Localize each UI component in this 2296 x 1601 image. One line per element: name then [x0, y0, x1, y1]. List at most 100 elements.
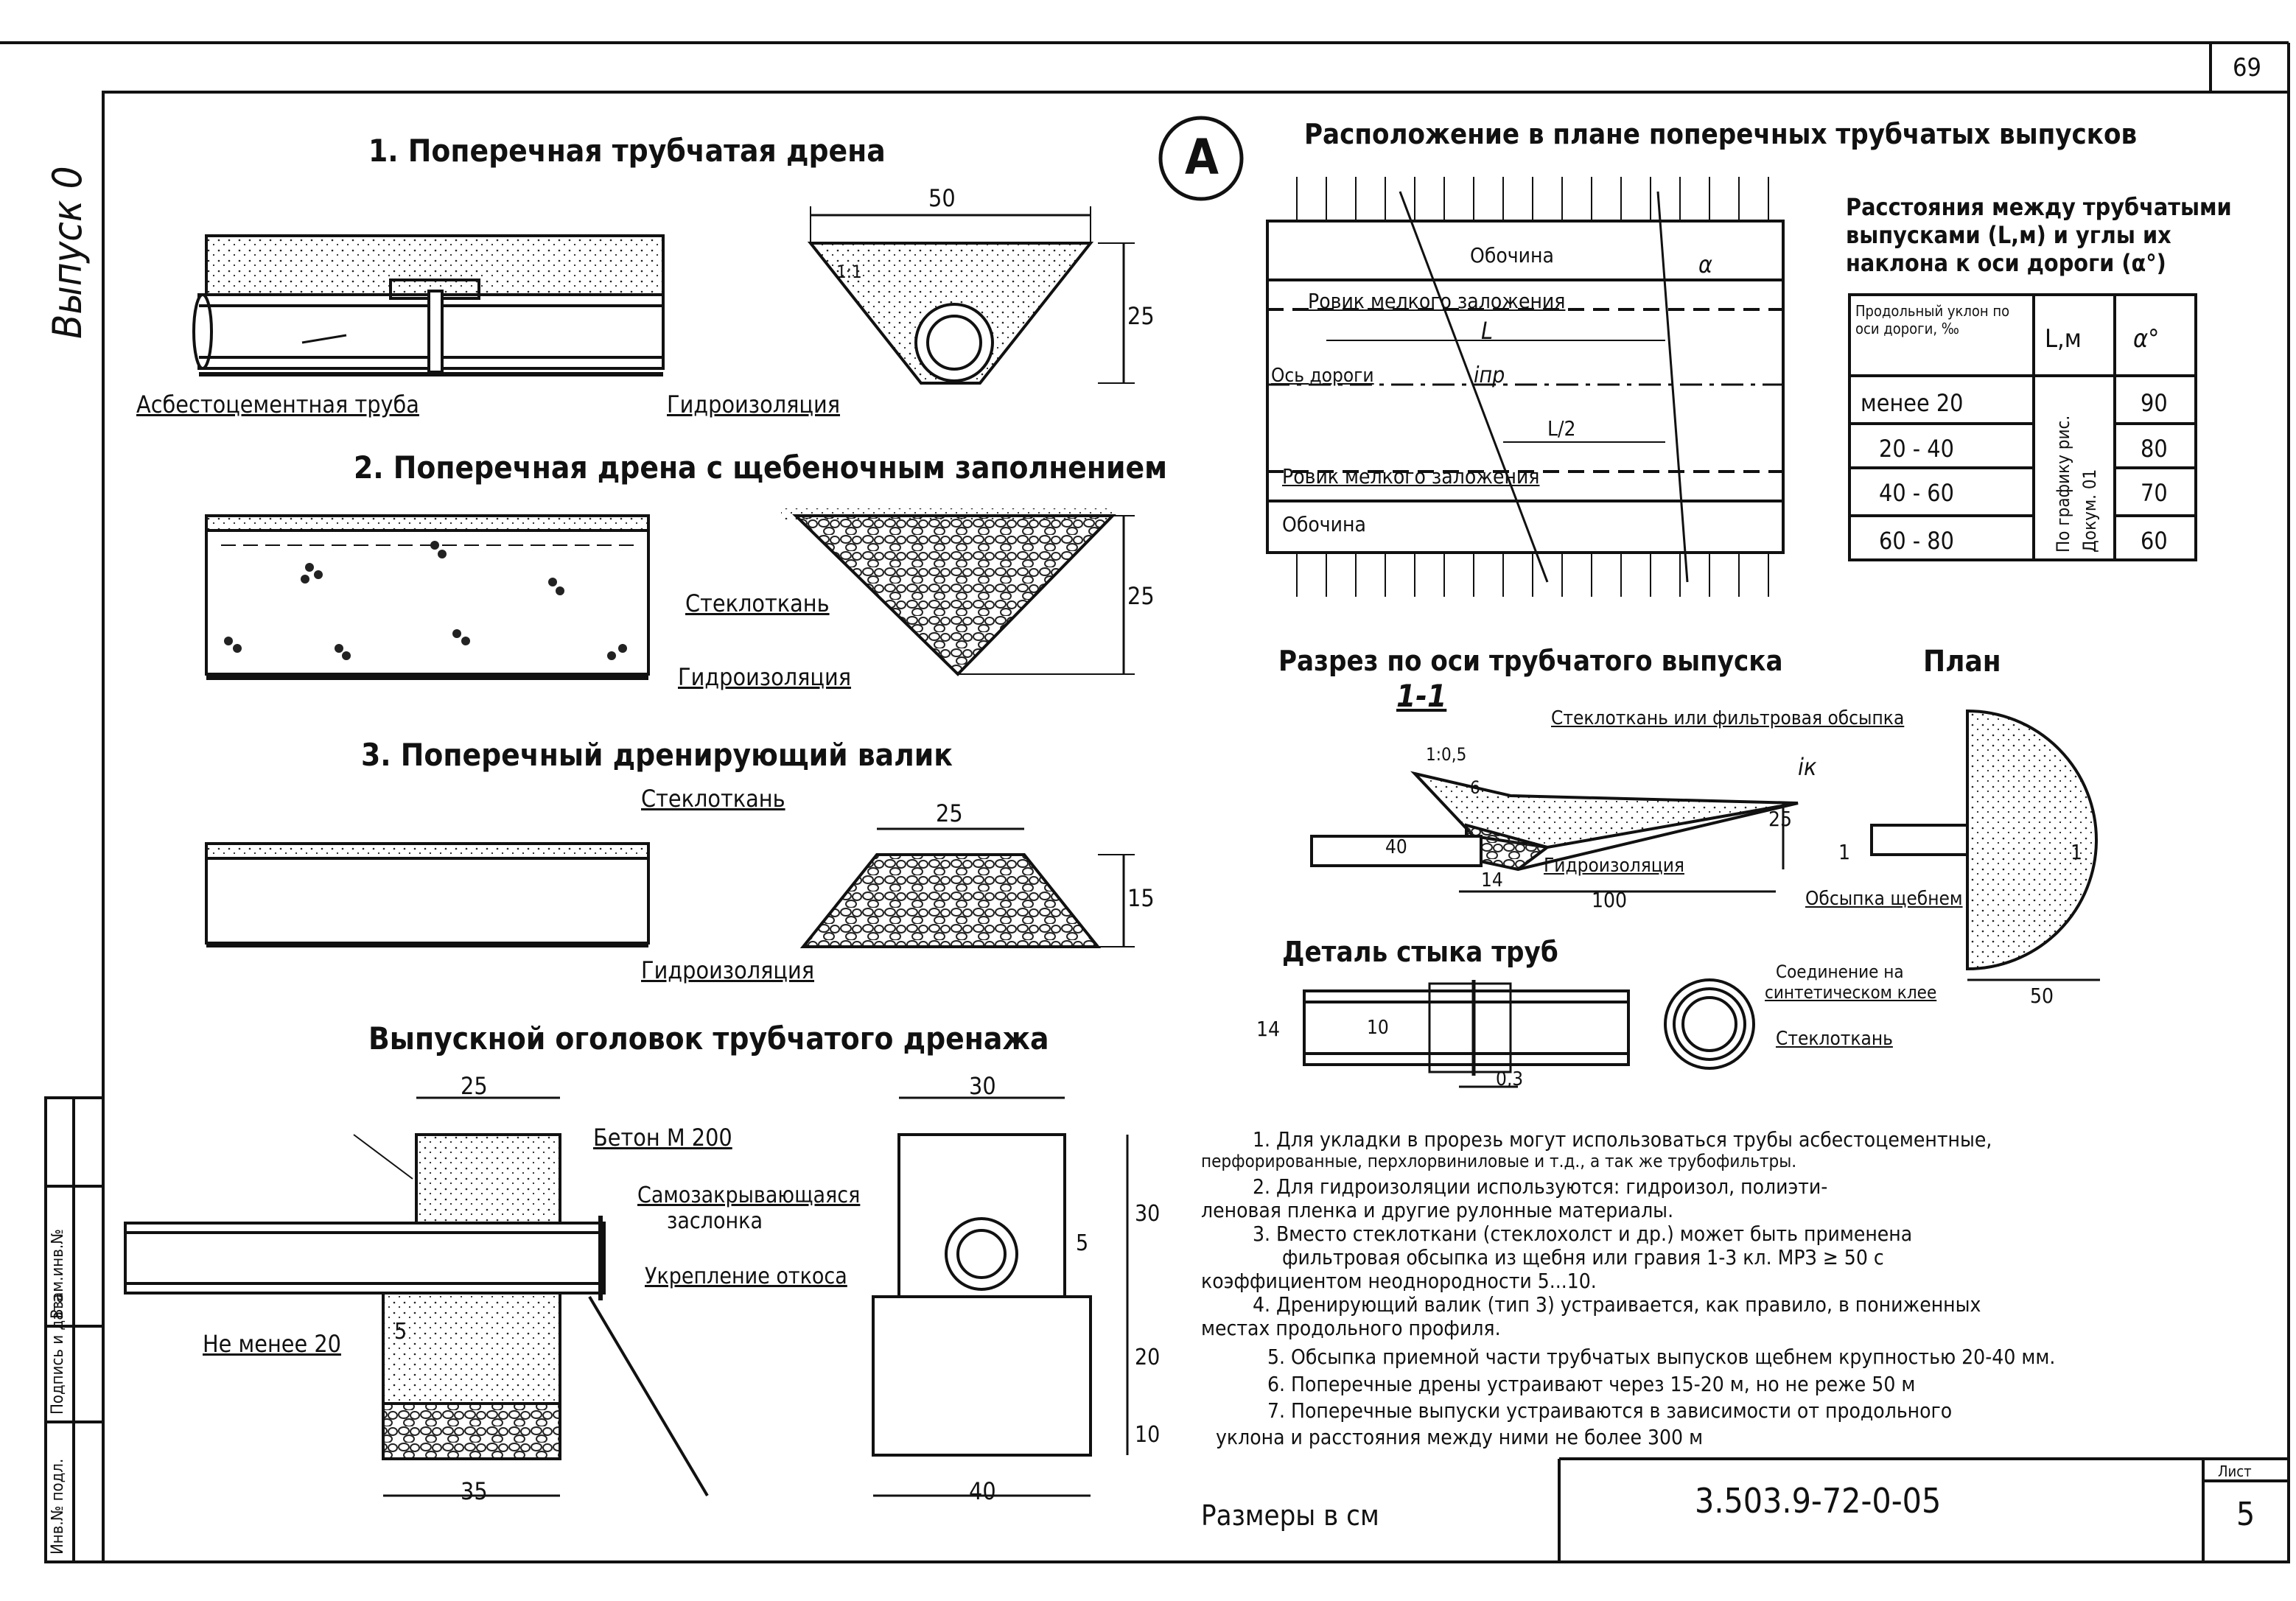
dim-100-cut: 100: [1592, 888, 1628, 912]
table-row-1-angle: 90: [2141, 389, 2168, 417]
table-merged-cell: По графику рис. Докум. 01: [2053, 415, 2100, 553]
slope-105-label: 1:0,5: [1426, 744, 1467, 765]
section-mark-left: 1: [1838, 840, 1851, 864]
note-7b: уклона и расстояния между ними не более …: [1216, 1425, 1704, 1449]
not-less-label: Не менее 20: [203, 1330, 341, 1358]
table-title-3: наклона к оси дороги (α°): [1846, 249, 2166, 277]
dim-14-joint: 14: [1256, 1017, 1281, 1041]
note-3c: коэффициентом неоднородности 5...10.: [1201, 1269, 1597, 1293]
dim-25-s1: 25: [1127, 302, 1155, 330]
table-col2-header: L,м: [2045, 324, 2082, 354]
shoulder-label-top: Обочина: [1470, 243, 1554, 267]
table-row-4-angle: 60: [2141, 527, 2168, 555]
table-row-3-slope: 40 - 60: [1879, 479, 1954, 507]
dim-35-s4: 35: [461, 1477, 488, 1505]
slope-label-s1: 1:1: [836, 262, 862, 282]
dim-10-side: 10: [1135, 1422, 1161, 1448]
fiber-or-filter-label: Стеклоткань или фильтровая обсыпка: [1551, 707, 1905, 729]
glue-label-1: Соединение на: [1776, 961, 1904, 982]
dim-03-joint: 0,3: [1496, 1068, 1524, 1090]
shoulder-label-bottom: Обочина: [1282, 512, 1366, 536]
dim-50-plan: 50: [2030, 984, 2054, 1008]
dim-30-s4: 30: [969, 1072, 996, 1100]
cut-title: Разрез по оси трубчатого выпуска: [1278, 645, 1783, 677]
note-4b: местах продольного профиля.: [1201, 1316, 1501, 1340]
waterproofing-label-3: Гидроизоляция: [641, 956, 815, 984]
dim-50-s1: 50: [928, 184, 956, 212]
sheet-number: 5: [2236, 1496, 2255, 1533]
slope-reinforcement-label: Укрепление откоса: [645, 1264, 847, 1289]
cut-label: 1-1: [1396, 678, 1447, 714]
units-label: Размеры в см: [1201, 1499, 1379, 1532]
table-row-1-slope: менее 20: [1861, 389, 1964, 417]
dim-25-cut: 25: [1768, 807, 1793, 831]
note-3a: 3. Вместо стеклоткани (стеклохолст и др.…: [1253, 1222, 1913, 1246]
ditch-label-top: Ровик мелкого заложения: [1308, 289, 1566, 313]
document-code: 3.503.9-72-0-05: [1695, 1481, 1942, 1521]
fiberglass-label-3: Стеклоткань: [641, 785, 785, 813]
fiberglass-label-joint: Стеклоткань: [1776, 1028, 1893, 1050]
dim-10-joint: 10: [1367, 1017, 1389, 1039]
side-cell-3: Взам.инв.№: [49, 1229, 67, 1319]
sheet-label: Лист: [2218, 1462, 2252, 1480]
waterproofing-label-1: Гидроизоляция: [667, 390, 841, 418]
note-2a: 2. Для гидроизоляции используются: гидро…: [1253, 1174, 1828, 1199]
dim-20-side: 20: [1135, 1345, 1161, 1370]
dim-5-side: 5: [1076, 1230, 1089, 1256]
note-3b: фильтровая обсыпка из щебня или гравия 1…: [1282, 1245, 1884, 1269]
note-7a: 7. Поперечные выпуски устраиваются в зав…: [1267, 1398, 1953, 1423]
crushed-stone-label: Обсыпка щебнем: [1805, 888, 1963, 910]
alpha-label: α: [1698, 251, 1712, 278]
ditch-label-bottom: Ровик мелкого заложения: [1282, 464, 1540, 488]
table-title-2: выпусками (L,м) и углы их: [1846, 221, 2171, 249]
road-axis-label: Ось дороги: [1271, 365, 1374, 387]
L-label: L: [1481, 317, 1494, 345]
glue-label-2: синтетическом клее: [1765, 982, 1937, 1003]
dim-5-s4: 5: [394, 1319, 407, 1345]
circle-letter: A: [1185, 129, 1219, 186]
section-1-title: 1. Поперечная трубчатая дрена: [368, 133, 886, 169]
table-col3-header: α°: [2133, 324, 2160, 354]
section-2-title: 2. Поперечная дрена с щебеночным заполне…: [354, 449, 1168, 486]
dim-15-s3: 15: [1127, 884, 1155, 912]
side-label: Выпуск 0: [44, 166, 91, 339]
side-cell-1: Инв.№ подл.: [49, 1458, 67, 1555]
note-5: 5. Обсыпка приемной части трубчатых выпу…: [1267, 1345, 2056, 1369]
waterproofing-label-cut: Гидроизоляция: [1544, 855, 1684, 877]
section-4-title: Выпускной оголовок трубчатого дренажа: [368, 1020, 1049, 1057]
ik-label: iк: [1798, 753, 1817, 781]
note-1a: 1. Для укладки в прорезь могут использов…: [1253, 1127, 1992, 1152]
L2-label: L/2: [1547, 416, 1576, 441]
table-row-2-angle: 80: [2141, 435, 2168, 463]
fiberglass-label-2: Стеклоткань: [685, 589, 830, 617]
dim-25-s2: 25: [1127, 582, 1155, 610]
self-closing-label: Самозакрывающаяся: [637, 1183, 861, 1208]
page-number: 69: [2233, 53, 2261, 83]
plan-title: Расположение в плане поперечных трубчаты…: [1304, 118, 2138, 150]
section-3-title: 3. Поперечный дренирующий валик: [361, 737, 953, 773]
joint-title: Деталь стыка труб: [1282, 936, 1558, 968]
note-1b: перфорированные, перхлорвиниловые и т.д.…: [1201, 1151, 1797, 1171]
table-col1-header: Продольный уклон по оси дороги, ‰: [1855, 302, 2010, 337]
concrete-label: Бетон М 200: [593, 1124, 732, 1152]
table-row-3-angle: 70: [2141, 479, 2168, 507]
section-mark-right: 1: [2071, 840, 2083, 864]
note-2b: леновая пленка и другие рулонные материа…: [1201, 1198, 1674, 1222]
dim-25-s4: 25: [461, 1072, 488, 1100]
table-row-2-slope: 20 - 40: [1879, 435, 1954, 463]
valve-label: заслонка: [667, 1208, 763, 1234]
dim-40-s4: 40: [969, 1477, 996, 1505]
dim-30-side: 30: [1135, 1201, 1161, 1227]
dim-6-cut: 6: [1470, 777, 1480, 798]
asbestos-pipe-label: Асбестоцементная труба: [136, 390, 419, 418]
plan2-title: План: [1923, 645, 2001, 679]
dim-25-s3: 25: [936, 799, 963, 827]
dim-14-cut: 14: [1481, 869, 1503, 891]
table-row-4-slope: 60 - 80: [1879, 527, 1954, 555]
dim-40-cut: 40: [1385, 836, 1407, 858]
note-6: 6. Поперечные дрены устраивают через 15-…: [1267, 1372, 1916, 1396]
table-title-1: Расстояния между трубчатыми: [1846, 193, 2232, 221]
note-4a: 4. Дренирующий валик (тип 3) устраиваетс…: [1253, 1292, 1981, 1317]
i-pr-label: iпр: [1474, 362, 1505, 388]
